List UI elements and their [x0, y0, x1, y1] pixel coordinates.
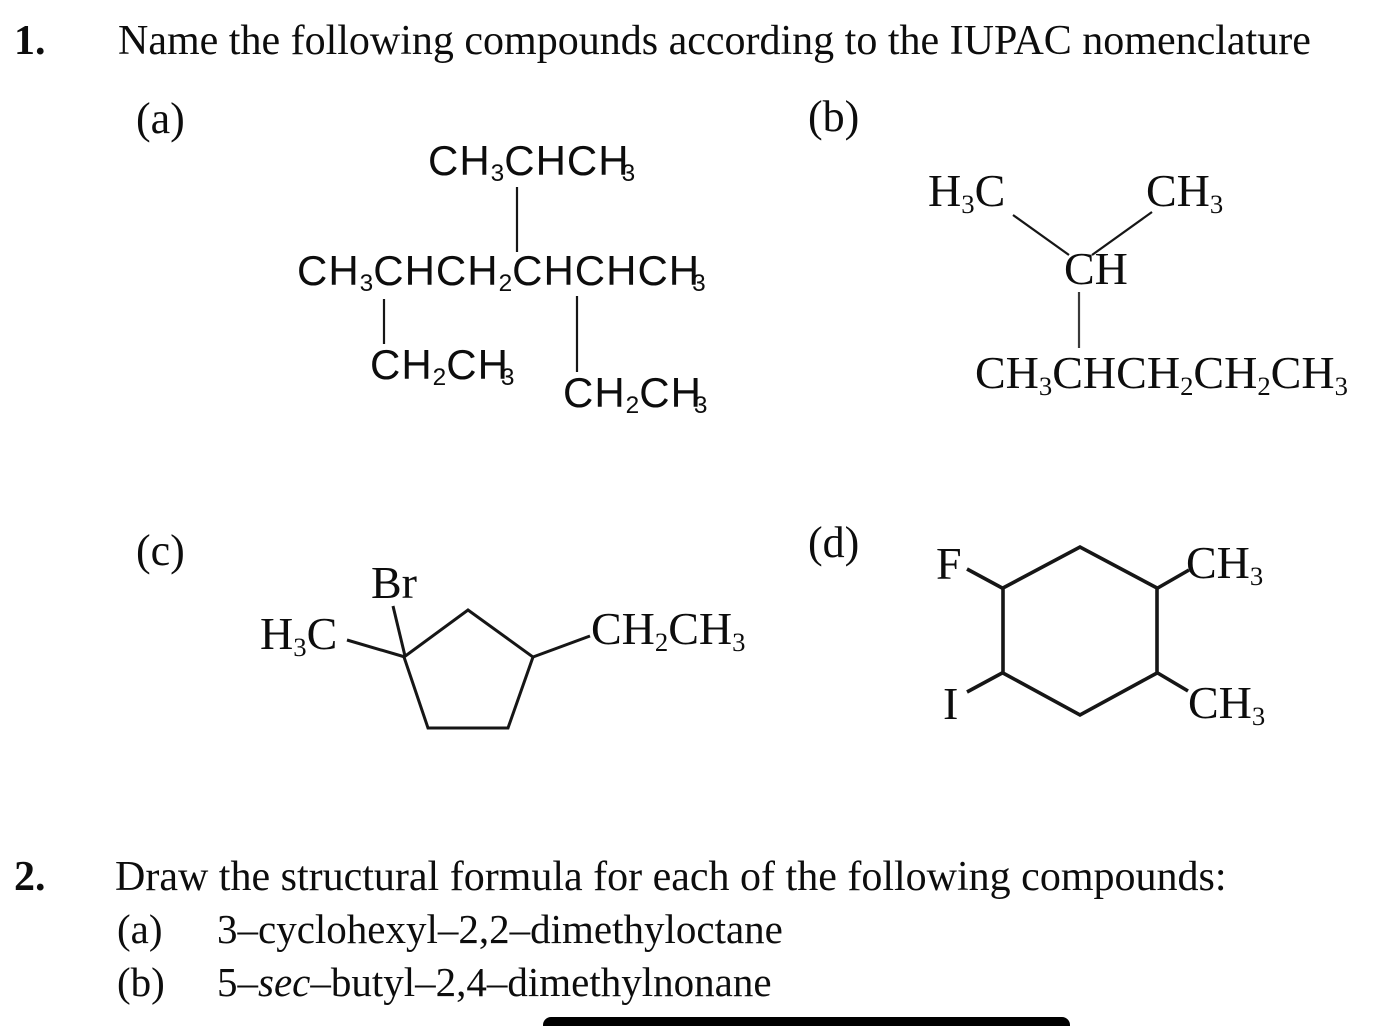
bond-c-ethyl	[532, 634, 591, 659]
cyclohexane-ring	[1001, 544, 1159, 718]
formula-text: CHCH	[504, 137, 630, 184]
subscript: 3	[293, 631, 307, 662]
formula-text: CH	[1186, 537, 1250, 588]
bond-b-right-methyl	[1091, 211, 1153, 256]
subscript: 2	[625, 392, 640, 420]
formula-text: CH	[563, 369, 626, 416]
subscript: 2	[498, 270, 513, 298]
subscript: 3	[1251, 700, 1266, 731]
subscript: 3	[732, 626, 746, 657]
formula-text: CH	[975, 347, 1039, 398]
formula-text: CH	[1193, 347, 1258, 398]
subscript: 3	[1209, 188, 1224, 219]
formula-a-branch-right: CH2CH3	[563, 369, 707, 418]
formula-text: CH	[591, 603, 655, 654]
subscript: 3	[1249, 560, 1264, 591]
formula-d-methyl-bottom: CH3	[1188, 677, 1265, 729]
formula-c-ethyl: CH2CH3	[591, 603, 746, 655]
formula-b-methyl-left: H3C	[928, 165, 1006, 217]
subscript: 3	[961, 188, 975, 219]
bond-d-fluoro	[966, 567, 1005, 591]
bond-d-methyl-bottom	[1155, 670, 1189, 693]
formula-text: CH	[1188, 677, 1252, 728]
q2-item-a-label: (a)	[117, 906, 163, 952]
redaction-bar	[543, 1017, 1070, 1026]
formula-text: CH	[428, 137, 491, 184]
formula-c-bromo: Br	[371, 557, 417, 608]
formula-b-methine: CH	[1064, 243, 1128, 294]
formula-b-methyl-right: CH3	[1146, 165, 1223, 217]
formula-text: CH	[668, 603, 733, 654]
formula-text: C	[974, 165, 1006, 216]
subscript: 3	[490, 160, 505, 188]
formula-d-fluoro: F	[936, 538, 962, 589]
part-label-c: (c)	[136, 526, 185, 575]
q2-item-b-label: (b)	[117, 959, 165, 1005]
part-label-a: (a)	[136, 94, 185, 143]
bond-d-methyl-top	[1155, 568, 1190, 591]
formula-d-methyl-top: CH3	[1186, 537, 1263, 589]
part-label-d: (d)	[808, 518, 860, 567]
formula-text: CH	[1146, 165, 1210, 216]
subscript: 2	[1257, 370, 1271, 401]
subscript: 2	[432, 364, 447, 392]
question-1-number: 1.	[14, 18, 46, 64]
q2-item-a-name: 3–cyclohexyl–2,2–dimethyloctane	[217, 909, 783, 950]
formula-d-iodo: I	[943, 678, 959, 729]
formula-a-main-chain: CH3CHCH2CHCHCH3	[297, 247, 706, 296]
subscript: 3	[693, 392, 708, 420]
bond-b-left-methyl	[1012, 214, 1070, 256]
italic-text: sec	[258, 959, 311, 1005]
bond-c-methyl	[346, 638, 406, 659]
subscript: 3	[621, 160, 636, 188]
subscript: 3	[1334, 370, 1348, 401]
formula-text: C	[306, 608, 338, 659]
bond-c-bromo	[391, 605, 407, 657]
formula-text: –butyl–2,4–dimethylnonane	[310, 959, 772, 1005]
formula-b-main-chain: CH3CHCH2CH2CH3	[975, 347, 1348, 399]
cyclopentane-ring	[402, 608, 535, 730]
formula-text: CH	[370, 341, 433, 388]
part-label-b: (b)	[808, 92, 860, 141]
bond-d-iodo	[966, 670, 1005, 694]
formula-text: H	[260, 608, 294, 659]
formula-text: CH	[1270, 347, 1335, 398]
subscript: 3	[500, 364, 515, 392]
subscript: 2	[654, 626, 669, 657]
formula-text: CHCHCH	[512, 247, 701, 294]
question-2-number: 2.	[14, 854, 46, 900]
subscript: 2	[1180, 370, 1194, 401]
subscript: 3	[359, 270, 374, 298]
question-1-prompt: Name the following compounds according t…	[118, 18, 1311, 64]
formula-text: 3–cyclohexyl–2,2–dimethyloctane	[217, 906, 783, 952]
formula-text: CHCH	[1052, 347, 1181, 398]
q2-item-b-name: 5–sec–butyl–2,4–dimethylnonane	[217, 962, 772, 1003]
formula-text: 5–	[217, 959, 258, 1005]
subscript: 3	[1038, 370, 1053, 401]
formula-text: CHCH	[373, 247, 499, 294]
subscript: 3	[692, 270, 706, 298]
formula-a-branch-left: CH2CH3	[370, 341, 514, 390]
formula-text: CH	[297, 247, 360, 294]
formula-a-top-group: CH3CHCH3	[428, 137, 635, 186]
formula-text: CH	[446, 341, 509, 388]
question-2-prompt: Draw the structural formula for each of …	[115, 854, 1227, 900]
formula-c-methyl: H3C	[260, 608, 338, 660]
formula-text: H	[928, 165, 962, 216]
formula-text: CH	[639, 369, 702, 416]
